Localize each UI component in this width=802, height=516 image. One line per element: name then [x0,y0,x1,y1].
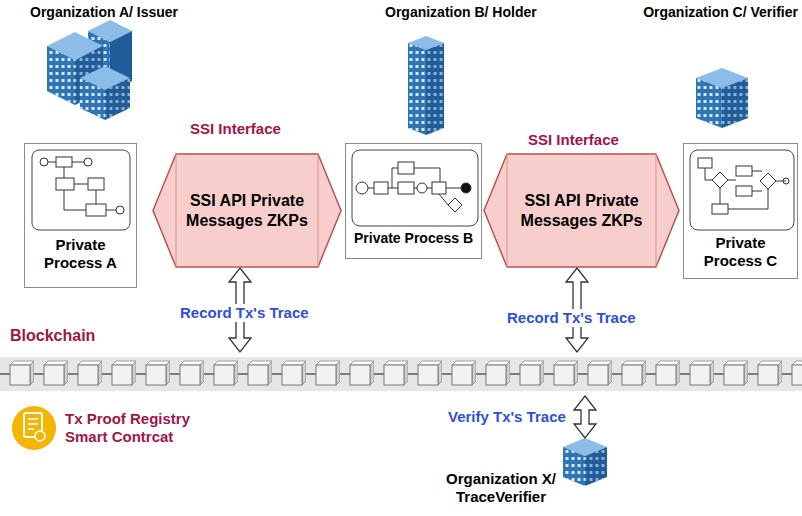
hexagon-outline [483,153,680,268]
smart-contract-icon [12,406,56,450]
organization-node: Organization X/ TraceVerifier [440,438,615,514]
interface-text: SSI API Private Messages ZKPs [513,191,650,229]
building-icon [696,68,748,128]
edge-label: Verify Tx's Trace [446,408,568,426]
hexagon-outline [152,153,342,268]
process-box: Private Process B [345,143,482,259]
organization-title: Organization C/ Verifier [643,4,798,21]
edge-label: Record Tx's Trace [505,309,638,327]
organization-title: Organization A/ Issuer [30,4,178,21]
organization-title: Organization B/ Holder [385,4,537,21]
contract-label: Tx Proof Registry Smart Contrcat [65,410,215,446]
process-illustration [352,150,478,226]
trace-arrow [574,396,596,438]
process-label: Private Process B [349,230,478,247]
blockchain-band [0,352,802,396]
process-illustration [32,150,130,230]
building-icon [563,438,607,486]
interface-label: SSI Interface [528,131,619,149]
process-label: Private Process A [28,236,133,272]
process-box: Private Process C [683,143,798,279]
blockchain-band: Blockchain [0,352,802,396]
blockchain-label: Blockchain [10,326,95,345]
process-label: Private Process C [687,234,794,270]
process-illustration [690,150,794,230]
process-box: Private Process A [24,143,137,288]
organization-label: Organization X/ TraceVerifier [440,470,562,506]
interface-hexagon: SSI API Private Messages ZKPs [152,153,342,268]
building-icon [47,20,132,120]
interface-text: SSI API Private Messages ZKPs [182,191,312,229]
building-icon [408,36,444,135]
interface-hexagon: SSI API Private Messages ZKPs [483,153,680,268]
interface-label: SSI Interface [190,120,281,138]
edge-label: Record Tx's Trace [178,304,311,322]
